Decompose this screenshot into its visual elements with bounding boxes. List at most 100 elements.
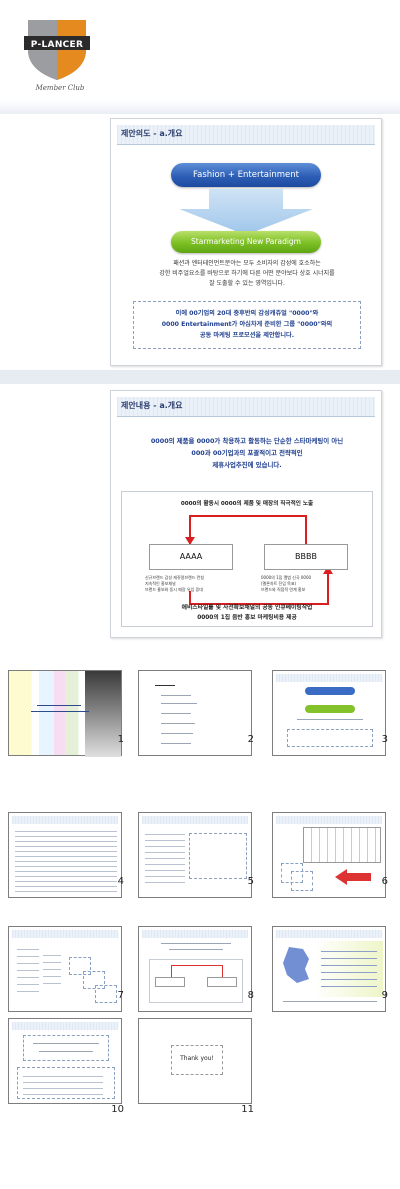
intro-line: 000과 00기업과의 포괄적이고 전략적인 (191, 449, 303, 457)
thumb-line (161, 695, 191, 696)
thumb-text-block (145, 829, 185, 887)
photo-placeholder (85, 671, 121, 757)
thumb-text-block (43, 949, 61, 989)
thumb-text-block (17, 943, 39, 997)
footer-line: 에비스타일를 및 사전확보채널의 공동 인큐베이팅작업 (181, 605, 313, 611)
thumbnail-number: 11 (241, 1104, 254, 1115)
note-line: 브랜드 홍보와 동시 매장 유입 증대 (145, 587, 203, 592)
logo: P-LANCER Member Club (22, 16, 92, 96)
shield-logo-icon (24, 20, 90, 80)
slide-title: 제안의도 - a.개요 (121, 129, 183, 138)
arrow-head-icon (323, 566, 333, 574)
thumb-line (161, 743, 191, 744)
thumbnail-number: 5 (247, 876, 254, 887)
thumb-node (155, 977, 185, 987)
thank-you-text: Thank you! (180, 1055, 214, 1062)
thumb-title-bar (12, 1022, 118, 1030)
thumb-box (171, 1045, 223, 1075)
thumbnail-slide-1[interactable] (8, 670, 122, 757)
thumb-title-bar (142, 816, 248, 824)
thumbnail-slide-10[interactable] (8, 1018, 122, 1104)
thumb-text-block (23, 1071, 103, 1095)
thumb-box (287, 729, 373, 747)
thumb-line (31, 711, 89, 712)
thumb-box (281, 863, 303, 883)
thumb-box (23, 1035, 109, 1061)
intro-line: 제휴사업추진에 있습니다. (212, 461, 282, 469)
thumbnail-slide-2[interactable] (138, 670, 252, 756)
thumb-title-bar (276, 816, 382, 824)
thumbnail-number: 10 (111, 1104, 124, 1115)
arrow-line (327, 571, 329, 605)
thumbnail-number: 1 (117, 734, 124, 745)
proposal-line: 공동 마케팅 프로모션을 제안합니다. (199, 332, 295, 339)
thumb-box (83, 971, 105, 989)
thumbnail-slide-6[interactable] (272, 812, 386, 898)
thumbnail-slide-3[interactable] (272, 670, 386, 756)
diagram-footer: 에비스타일를 및 사전확보채널의 공동 인큐베이팅작업 0000의 1집 음반 … (121, 603, 373, 623)
thumb-line (39, 1051, 93, 1052)
starmarketing-pill: Starmarketing New Paradigm (171, 231, 321, 253)
diagram-frame (121, 491, 373, 627)
arrow-down-icon (179, 189, 313, 235)
red-arrow-icon (335, 869, 371, 885)
thumb-box (69, 957, 91, 975)
thumbnail-number: 2 (247, 734, 254, 745)
proposal-line: 이에 00기업의 20대 중후반의 감성캐쥬얼 "0000"와 (175, 310, 319, 317)
thumb-text-block (321, 945, 377, 993)
desc-line: 패션과 엔터테인먼트분야는 모두 소비자의 감성에 호소하는 (173, 260, 321, 267)
thumb-title-bar (12, 816, 118, 824)
footer-line: 0000의 1집 음반 홍보 마케팅비용 제공 (197, 615, 297, 621)
thumb-box (95, 985, 117, 1003)
header-band (0, 100, 400, 114)
separator-band (0, 370, 400, 384)
slide-overview-content[interactable]: 제안내용 - a.개요 0000의 제품을 0000가 착용하고 활동하는 단순… (110, 390, 382, 638)
fashion-entertainment-pill: Fashion + Entertainment (171, 163, 321, 187)
thumbnail-slide-4[interactable] (8, 812, 122, 898)
thumb-line (155, 685, 175, 686)
thumbnail-number: 9 (381, 990, 388, 1001)
thumb-title-bar (276, 674, 382, 682)
thumbnail-slide-5[interactable] (138, 812, 252, 898)
thumbnail-number: 4 (117, 876, 124, 887)
thumbnail-slide-11[interactable]: Thank you! (138, 1018, 252, 1104)
arrow-line (305, 515, 307, 545)
thumb-box (291, 871, 313, 891)
thumb-blue-pill (305, 687, 355, 695)
thumb-line (161, 703, 197, 704)
node-b-note: 0000의 1집 앨범 신곡 0000 (멜론차트 진입 목표) 브랜드와 직접… (261, 575, 311, 593)
node-aaaa: AAAA (149, 544, 233, 570)
note-line: 브랜드와 직접적 연계 홍보 (261, 587, 306, 592)
thumb-title-bar (276, 930, 382, 938)
slide-title-bar: 제안내용 - a.개요 (117, 397, 375, 417)
thumb-title-bar (12, 930, 118, 938)
thumb-text-block (15, 827, 117, 893)
thumb-line (297, 719, 363, 720)
thumb-red-loop (171, 965, 223, 977)
note-line: (멜론차트 진입 목표) (261, 581, 297, 586)
node-a-note: 신규브랜드 감성 캐쥬얼브랜드 런칭 지속적인 홍보채널 브랜드 홍보와 동시 … (145, 575, 204, 593)
thumbnail-slide-9[interactable] (272, 926, 386, 1012)
thumb-box (17, 1067, 115, 1099)
thumb-line (283, 1001, 377, 1002)
thumbnail-number: 3 (381, 734, 388, 745)
thumbnail-slide-8[interactable] (138, 926, 252, 1012)
diagram-caption: 0000의 활동시 0000의 제품 및 매장의 직극적인 노출 (180, 501, 314, 507)
slide-intro: 0000의 제품을 0000가 착용하고 활동하는 단순한 스타마케팅이 아닌 … (125, 435, 369, 471)
thumb-line (161, 713, 191, 714)
arrow-line (189, 591, 191, 605)
slide-title-bar: 제안의도 - a.개요 (117, 125, 375, 145)
thumbnail-slide-7[interactable] (8, 926, 122, 1012)
thumb-grid (303, 827, 381, 863)
club-name: Member Club (35, 84, 85, 92)
note-line: 지속적인 홍보채널 (145, 581, 176, 586)
note-line: 신규브랜드 감성 캐쥬얼브랜드 런칭 (145, 575, 205, 580)
thumb-box (189, 833, 247, 879)
thumb-node (207, 977, 237, 987)
thumbnail-number: 8 (247, 990, 254, 1001)
slide-overview-intent[interactable]: 제안의도 - a.개요 Fashion + Entertainment Star… (110, 118, 382, 366)
proposal-box: 이에 00기업의 20대 중후반의 감성캐쥬얼 "0000"와 0000 Ent… (133, 301, 361, 349)
thumb-line (161, 733, 193, 734)
slide-title: 제안내용 - a.개요 (121, 401, 183, 410)
